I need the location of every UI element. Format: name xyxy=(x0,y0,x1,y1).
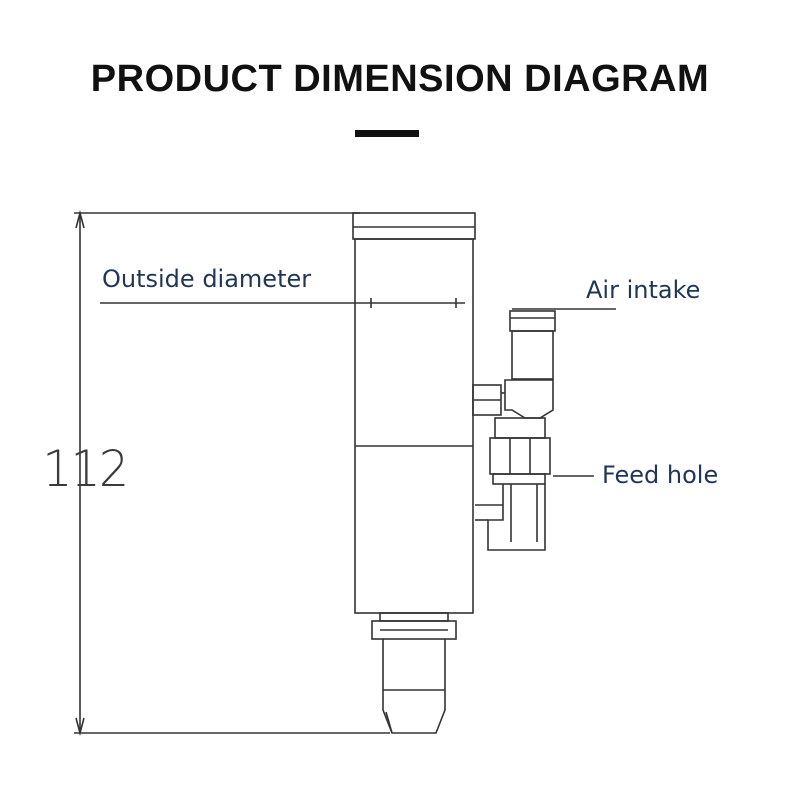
feed-hole-label: Feed hole xyxy=(602,461,719,489)
main-body xyxy=(352,212,476,734)
side-fittings xyxy=(472,310,556,551)
height-dimension-value: 112 xyxy=(42,440,129,498)
title-underline xyxy=(355,130,419,137)
outside-diameter-leader xyxy=(100,298,465,308)
outside-diameter-label: Outside diameter xyxy=(102,265,312,293)
air-intake-label: Air intake xyxy=(586,276,701,304)
page-title: PRODUCT DIMENSION DIAGRAM xyxy=(90,58,710,100)
height-dimension-line xyxy=(74,209,390,737)
